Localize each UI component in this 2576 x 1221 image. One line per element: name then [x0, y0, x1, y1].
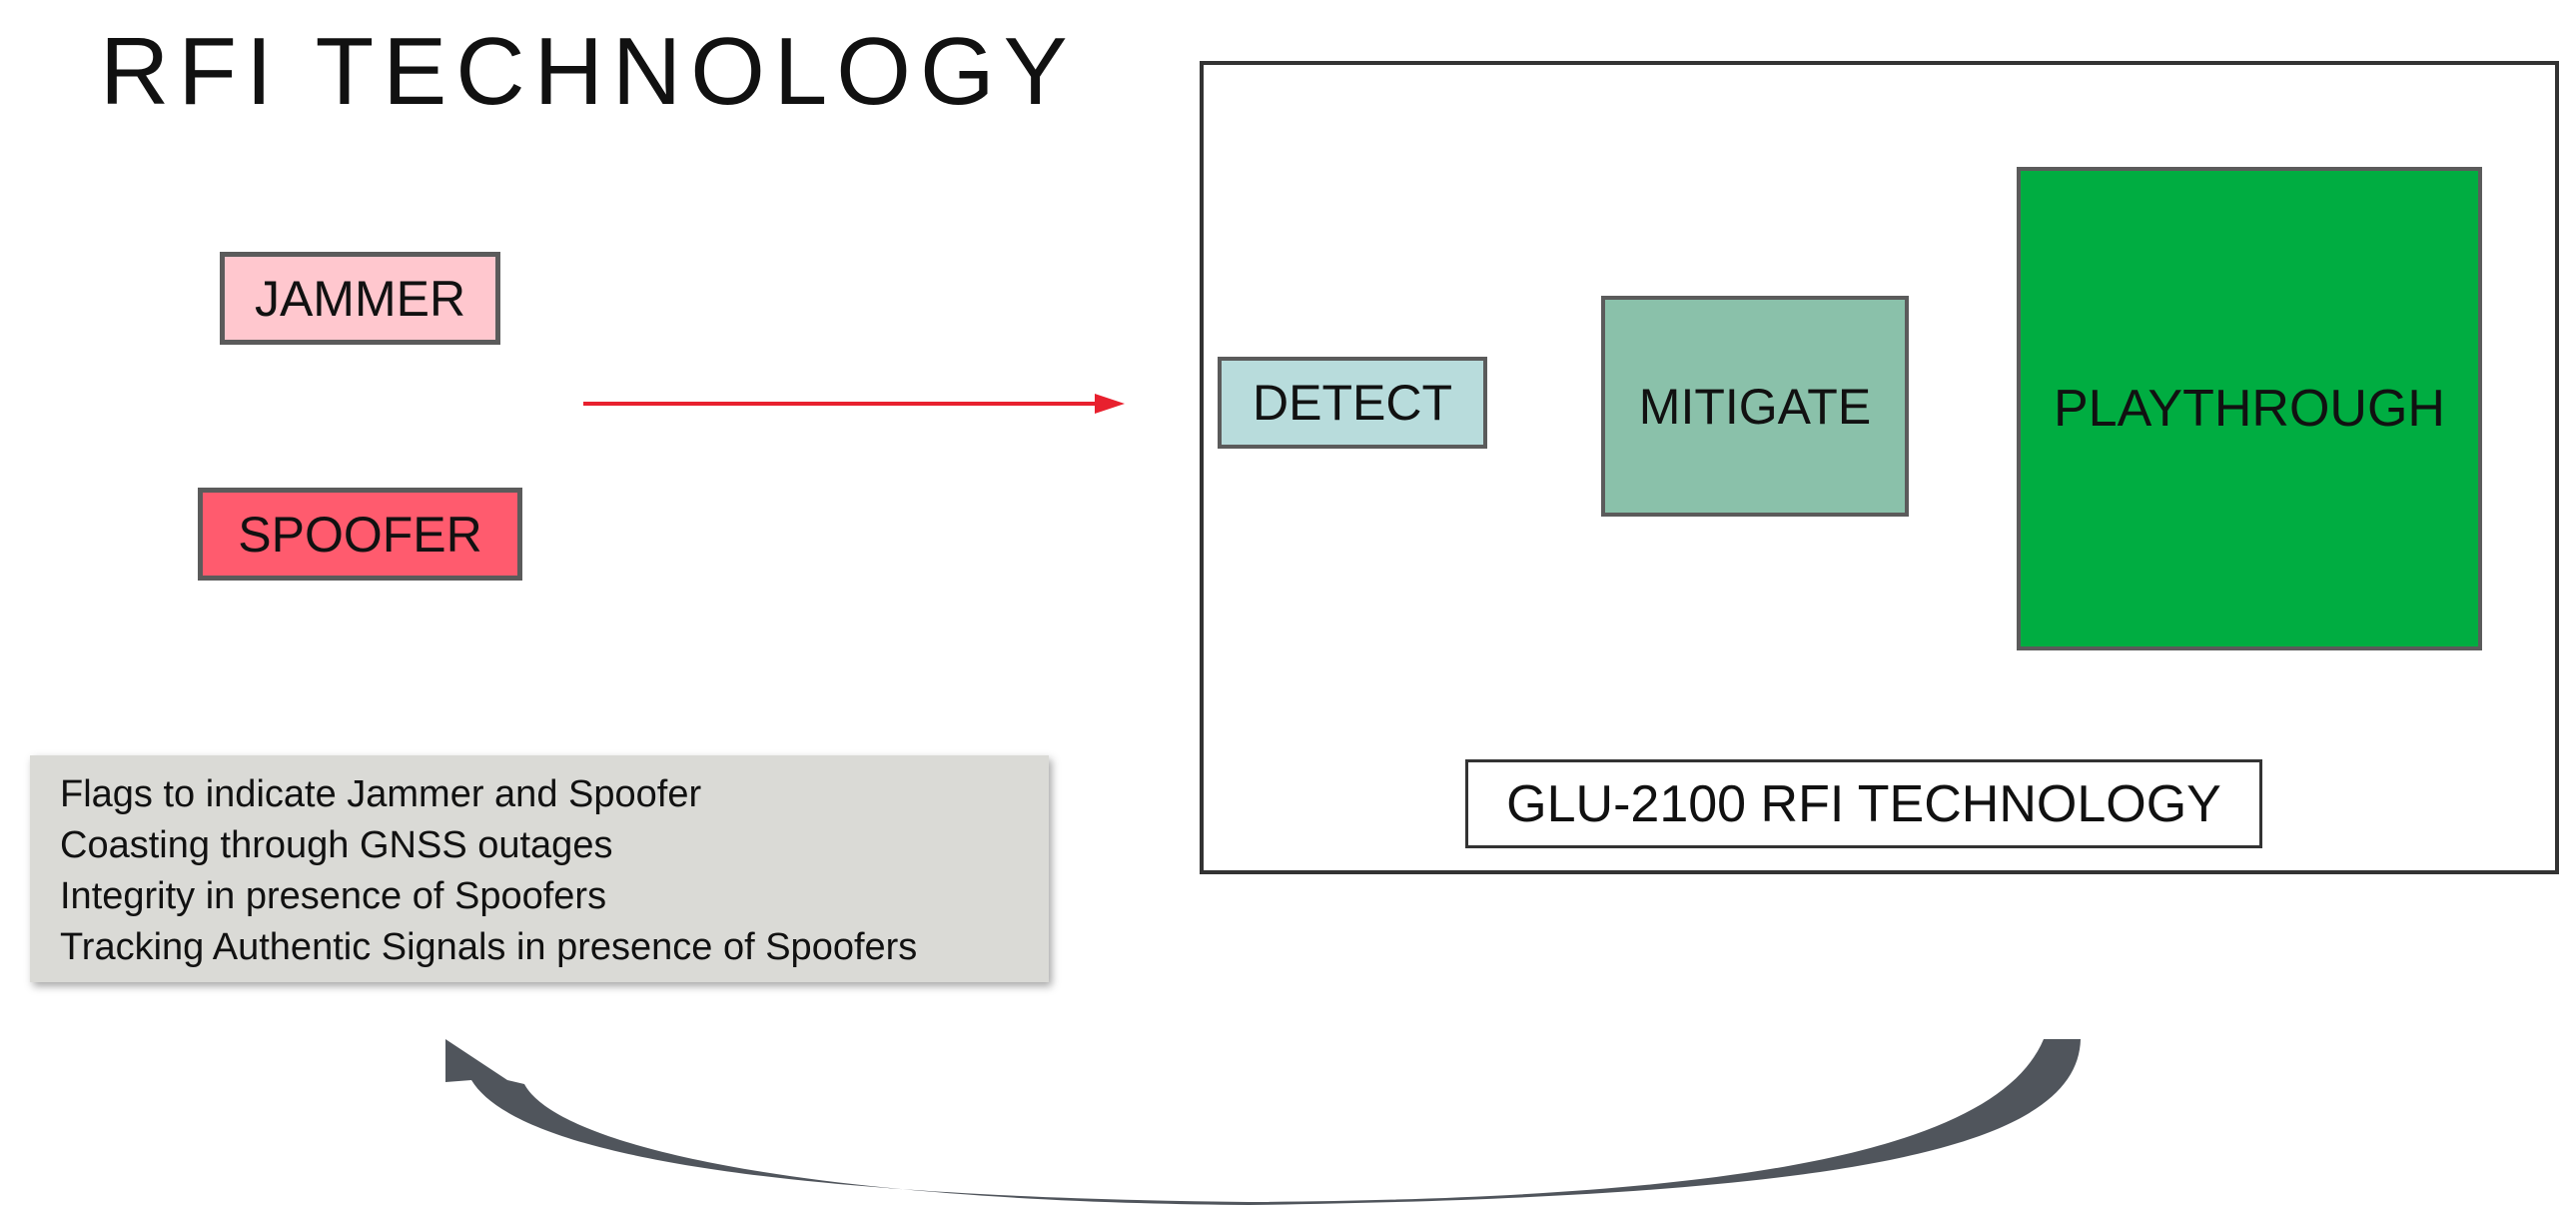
feature-item: Flags to indicate Jammer and Spoofer [60, 773, 702, 815]
diagram-title: RFI TECHNOLOGY [100, 18, 1077, 125]
system-name-label: GLU-2100 RFI TECHNOLOGY [1506, 774, 2221, 833]
detect-box: DETECT [1218, 357, 1487, 449]
playthrough-box: PLAYTHROUGH [2017, 167, 2482, 650]
mitigate-label: MITIGATE [1638, 378, 1872, 435]
feature-item: Integrity in presence of Spoofers [60, 875, 607, 917]
features-panel: Flags to indicate Jammer and Spoofer Coa… [30, 755, 1049, 982]
mitigate-box: MITIGATE [1601, 296, 1909, 517]
jammer-box: JAMMER [220, 252, 500, 345]
detect-label: DETECT [1253, 375, 1452, 431]
feedback-curved-arrow [445, 1039, 2081, 1205]
spoofer-label: SPOOFER [238, 506, 482, 563]
feature-item: Tracking Authentic Signals in presence o… [60, 926, 918, 968]
playthrough-label: PLAYTHROUGH [2054, 380, 2445, 438]
jammer-label: JAMMER [254, 270, 466, 327]
system-name-box: GLU-2100 RFI TECHNOLOGY [1465, 759, 2262, 848]
spoofer-box: SPOOFER [198, 488, 522, 581]
input-to-system-arrow [583, 394, 1125, 414]
feature-item: Coasting through GNSS outages [60, 824, 613, 866]
